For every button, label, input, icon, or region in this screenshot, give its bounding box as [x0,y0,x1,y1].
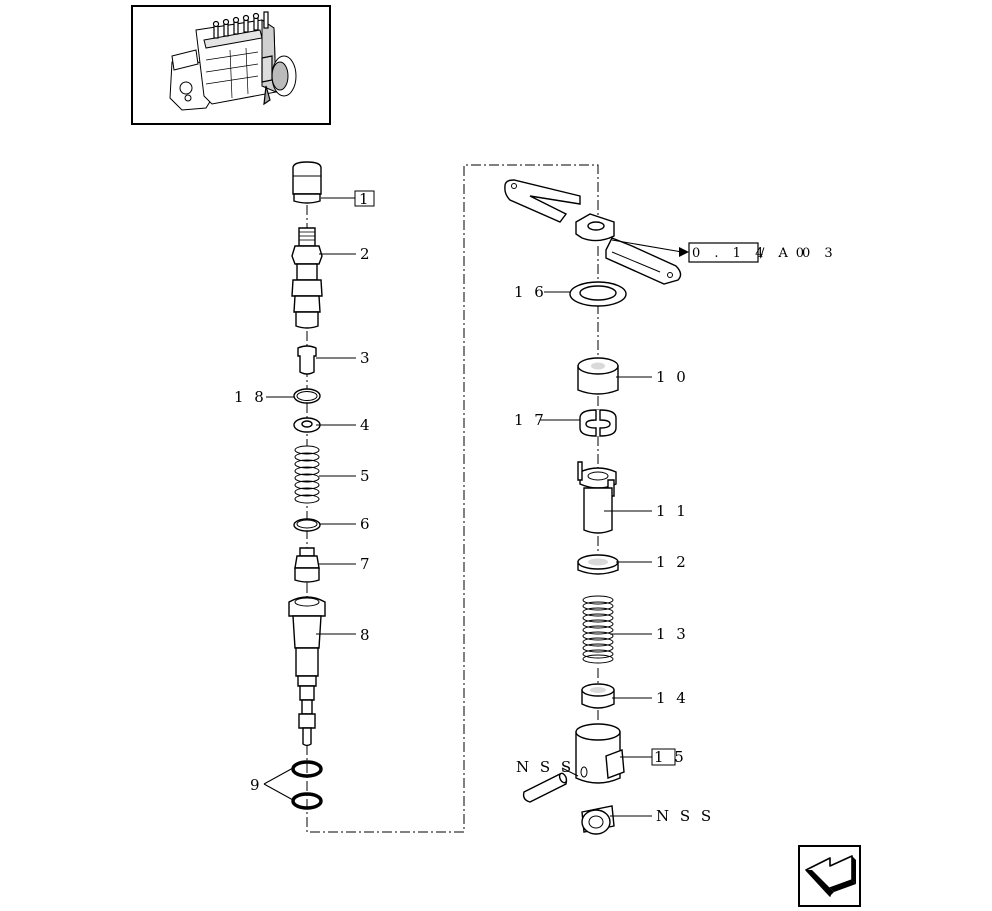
callout-13[interactable]: 1 3 [656,625,689,643]
callout-6[interactable]: 6 [360,515,373,533]
part-10-bushing [577,357,619,395]
assembly-centerline [306,164,599,833]
callout-8[interactable]: 8 [360,626,373,644]
nss-roller [581,805,615,835]
callout-nss-roller[interactable]: N S S [656,807,714,825]
reference-arrowhead [679,247,689,257]
callout-17[interactable]: 1 7 [514,411,547,429]
leader-lines [263,197,683,817]
callout-10[interactable]: 1 0 [656,368,689,386]
part-3-valve-spring-seat [297,345,317,375]
callout-5[interactable]: 5 [360,467,373,485]
part-15-tappet [575,723,625,784]
part-2-delivery-valve [291,227,323,329]
callout-11[interactable]: 1 1 [656,502,689,520]
callout-16[interactable]: 1 6 [514,283,547,301]
reference-code: 0 . 1 4 . 0 [692,246,809,261]
locking-plates [504,179,682,285]
callout-9[interactable]: 9 [250,776,263,794]
callout-12[interactable]: 1 2 [656,553,689,571]
part-5-spring [294,445,320,504]
callout-nss-pin[interactable]: N S S [516,758,574,776]
callout-3[interactable]: 3 [360,349,373,367]
part-1-cap [292,161,322,204]
part-6-ring [293,518,321,532]
nss-pin [522,772,568,803]
part-17-split-ring [579,409,617,437]
part-12-upper-spring-seat [577,554,619,575]
callout-7[interactable]: 7 [360,555,373,573]
part-8-plunger [288,596,326,747]
reference-link[interactable]: 0 . 1 4 . 0 / A 0 3 [688,242,838,263]
callout-1-label: 1 [359,190,372,208]
injection-pump-thumbnail [131,5,331,125]
part-14-lower-spring-seat [581,683,615,709]
callout-14[interactable]: 1 4 [656,689,689,707]
part-16-seal-washer [569,281,627,307]
reference-suffix: / A 0 3 [760,246,838,261]
callout-4[interactable]: 4 [360,416,373,434]
part-7-spring-seat [294,547,320,583]
part-4-washer [293,417,321,433]
part-9-o-rings [291,760,323,810]
callout-15[interactable]: 1 5 [651,748,687,766]
part-13-plunger-spring [582,595,614,664]
callout-1[interactable]: 1 [354,190,375,208]
callout-18[interactable]: 1 8 [234,388,267,406]
callout-15-label: 1 5 [654,748,687,766]
part-18-o-ring [293,388,321,404]
next-page-arrow-icon[interactable] [798,845,861,907]
callout-2[interactable]: 2 [360,245,373,263]
part-11-control-sleeve [577,461,617,534]
